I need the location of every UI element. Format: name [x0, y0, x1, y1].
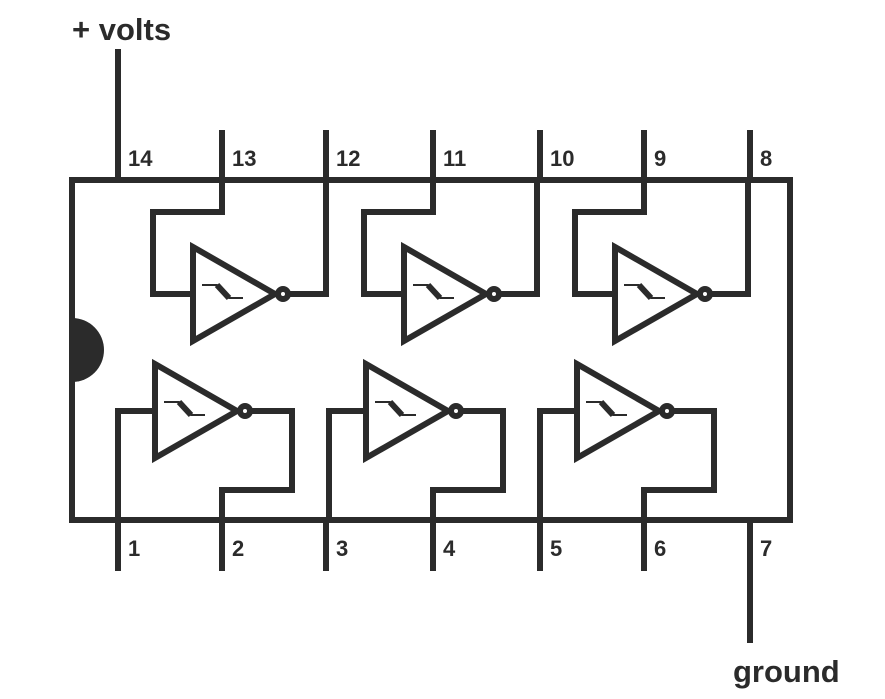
output-wire [641, 408, 717, 523]
output-wire [496, 177, 540, 297]
schmitt-inverter-gate [612, 241, 713, 347]
gate-triangle [363, 358, 455, 464]
gate-triangle [574, 358, 666, 464]
gate-triangle [190, 241, 282, 347]
pin-label: 1 [128, 536, 140, 561]
output-wire [430, 408, 506, 523]
gate-triangle [612, 241, 704, 347]
input-wire [326, 408, 369, 523]
pin-label: 6 [654, 536, 666, 561]
output-wire [285, 177, 329, 297]
schmitt-inverter-gate [401, 241, 502, 347]
chip-body [69, 177, 793, 523]
hysteresis-symbol-stroke [598, 399, 616, 418]
pin-label: 11 [443, 146, 466, 171]
schmitt-inverter-gate [152, 358, 253, 464]
pin-label: 2 [232, 536, 244, 561]
schmitt-inverter-gate [190, 241, 291, 347]
pin-label: 5 [550, 536, 562, 561]
output-wire [219, 408, 295, 523]
hysteresis-symbol-stroke [214, 282, 232, 301]
input-wire [150, 177, 225, 297]
pin-label: 8 [760, 146, 772, 171]
hysteresis-symbol-stroke [636, 282, 654, 301]
supply-label: + volts [72, 12, 171, 47]
orientation-notch [72, 318, 104, 382]
input-wire [361, 177, 436, 297]
input-wire [537, 408, 580, 523]
pin-label: 3 [336, 536, 348, 561]
ground-label: ground [733, 654, 840, 689]
input-wire [572, 177, 647, 297]
pin-label: 4 [443, 536, 456, 561]
hysteresis-symbol-stroke [425, 282, 443, 301]
output-wire [707, 177, 751, 297]
schmitt-inverter-gate [363, 358, 464, 464]
pin-label: 13 [232, 146, 256, 171]
pin-label: 12 [336, 146, 360, 171]
pin-label: 14 [128, 146, 153, 171]
pin-label: 7 [760, 536, 772, 561]
gate-triangle [401, 241, 493, 347]
schmitt-inverter-gate [574, 358, 675, 464]
hysteresis-symbol-stroke [387, 399, 405, 418]
hysteresis-symbol-stroke [176, 399, 194, 418]
input-wire [115, 408, 158, 523]
pin-label: 9 [654, 146, 666, 171]
pin-label: 10 [550, 146, 574, 171]
gate-triangle [152, 358, 244, 464]
